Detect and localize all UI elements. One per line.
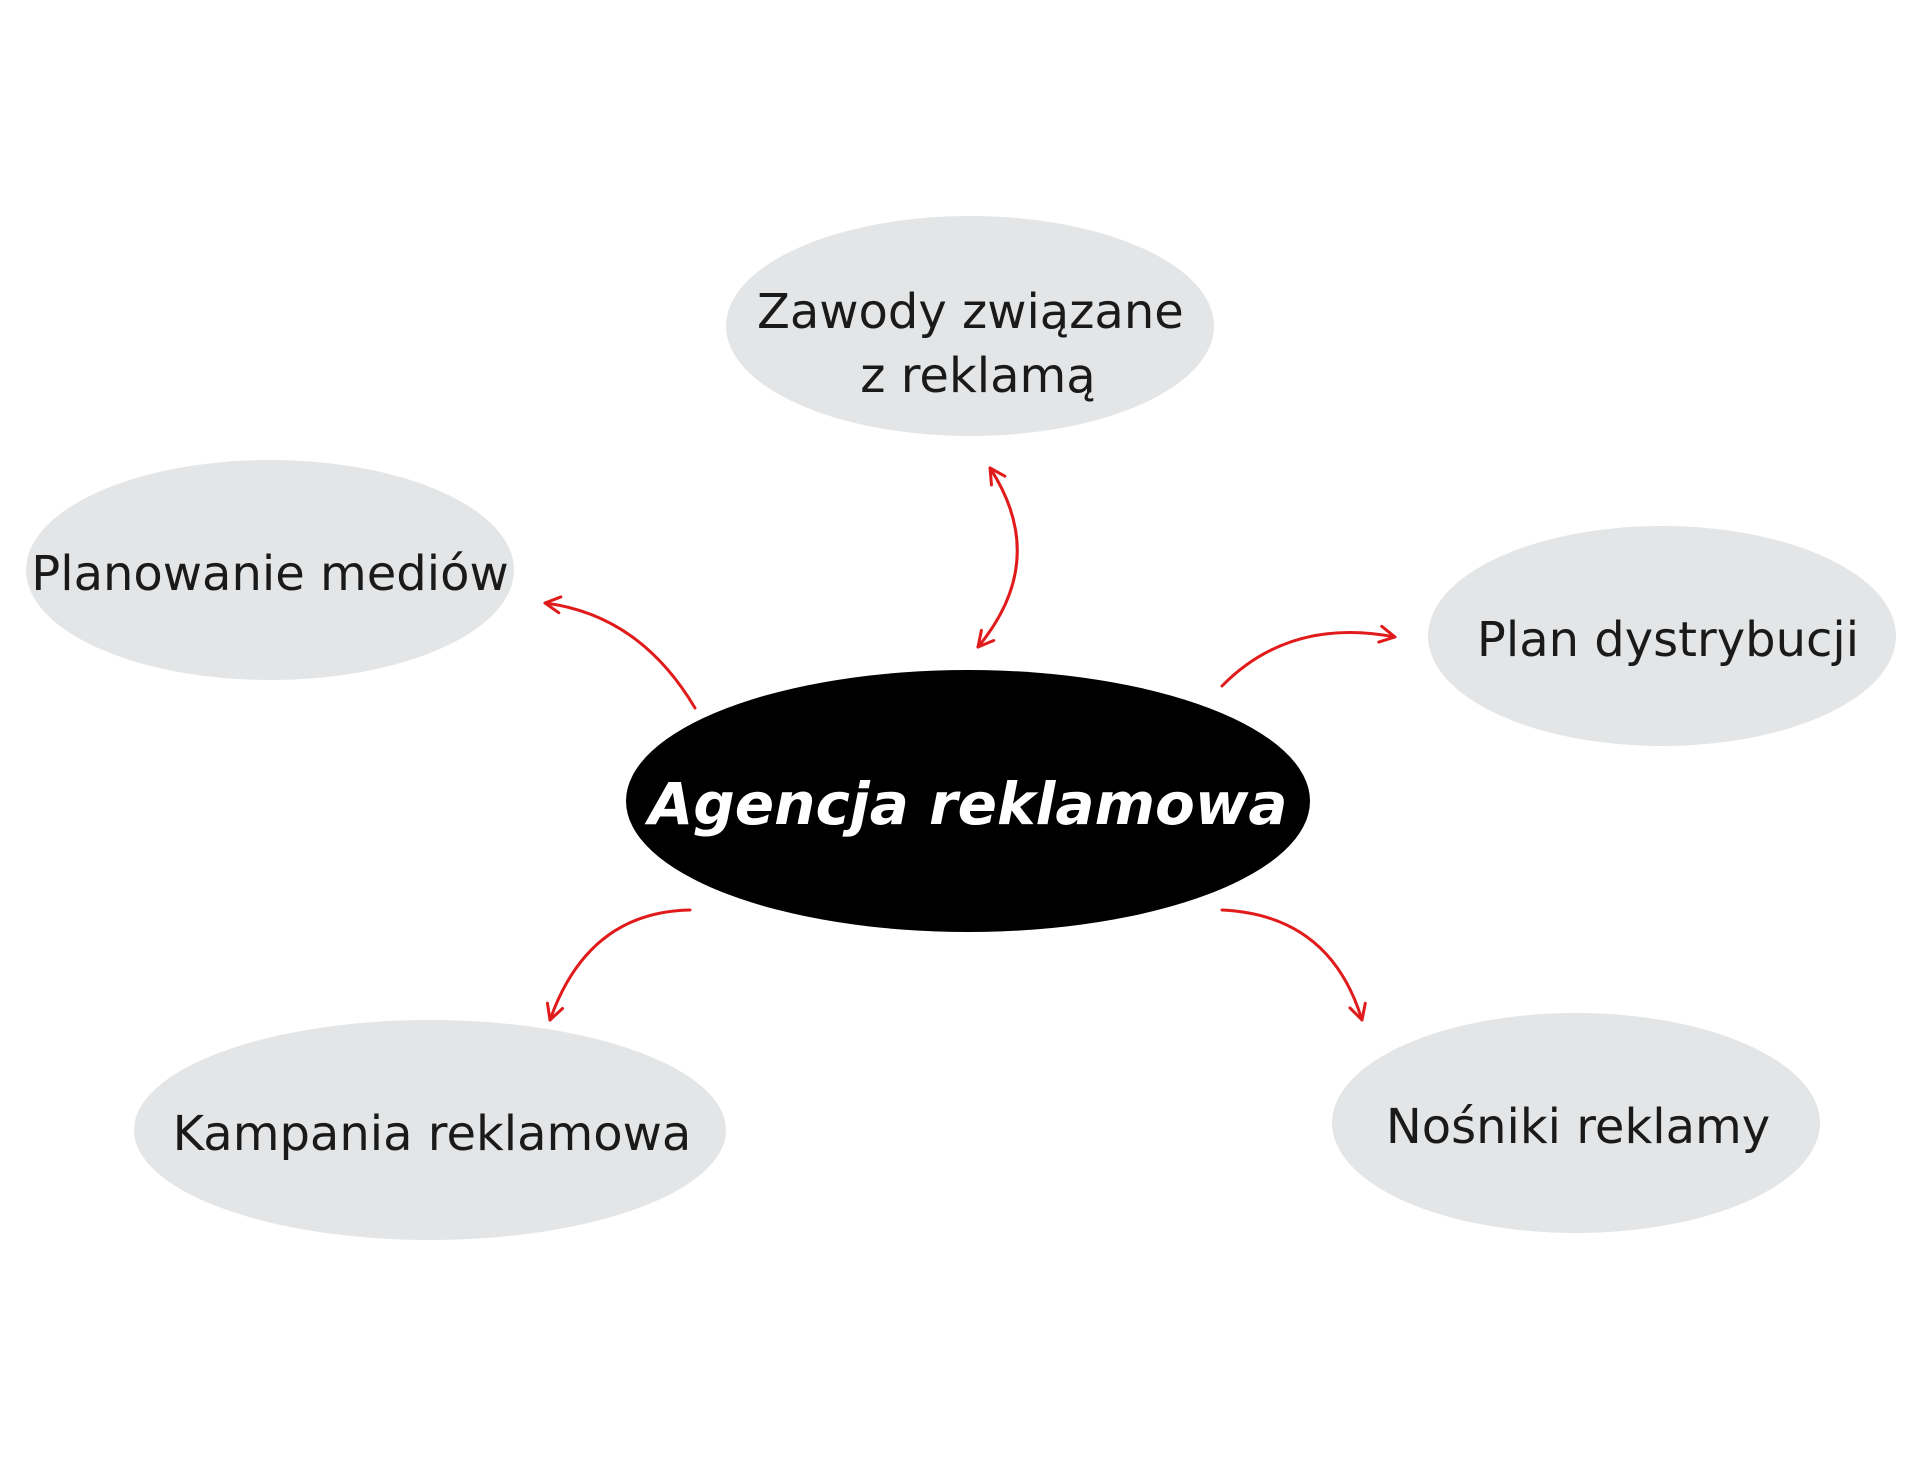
- node-nosniki: Nośniki reklamy: [1332, 1013, 1820, 1233]
- node-planowanie: Planowanie mediów: [26, 460, 514, 680]
- connectors: [543, 466, 1397, 1022]
- node-plan-dystrybucji: Plan dystrybucji: [1428, 526, 1896, 746]
- center-node-bubble: [626, 670, 1310, 932]
- svg-text:Agencja reklamowa: Agencja reklamowa: [644, 770, 1287, 838]
- connector-planowanie: [543, 595, 697, 710]
- node-planowanie-bubble: [26, 460, 514, 680]
- node-plan-dystrybucji-bubble: [1428, 526, 1896, 746]
- svg-text:Nośniki reklamy: Nośniki reklamy: [1386, 1099, 1770, 1155]
- node-nosniki-bubble: [1332, 1013, 1820, 1233]
- connector-plan-dystrybucji: [1220, 624, 1397, 688]
- connector-kampania: [545, 908, 692, 1022]
- node-kampania: Kampania reklamowa: [134, 1020, 726, 1240]
- svg-text:Zawody związane z reklam: Zawody związane z reklamą: [757, 284, 1199, 404]
- center-node: Agencja reklamowa: [626, 670, 1310, 932]
- node-nosniki-label: Nośniki reklamy: [1386, 1099, 1770, 1155]
- connector-nosniki: [1220, 908, 1367, 1022]
- svg-text:Planowanie mediów: Planowanie mediów: [31, 546, 508, 602]
- node-plan-dystrybucji-label: Plan dystrybucji: [1477, 612, 1859, 668]
- node-zawody-line-2: z reklamą: [860, 348, 1095, 404]
- node-zawody-bubble: [726, 216, 1214, 436]
- node-planowanie-label: Planowanie mediów: [31, 546, 508, 602]
- node-zawody-line-1: Zawody związane: [757, 284, 1184, 340]
- center-node-label: Agencja reklamowa: [644, 770, 1287, 838]
- node-kampania-label: Kampania reklamowa: [173, 1106, 692, 1162]
- svg-text:Kampania reklamowa: Kampania reklamowa: [173, 1106, 692, 1162]
- connector-zawody: [976, 466, 1019, 649]
- svg-text:Plan dystrybucji: Plan dystrybucji: [1477, 612, 1859, 668]
- node-zawody: Zawody związane z reklamą: [726, 216, 1214, 436]
- node-kampania-bubble: [134, 1020, 726, 1240]
